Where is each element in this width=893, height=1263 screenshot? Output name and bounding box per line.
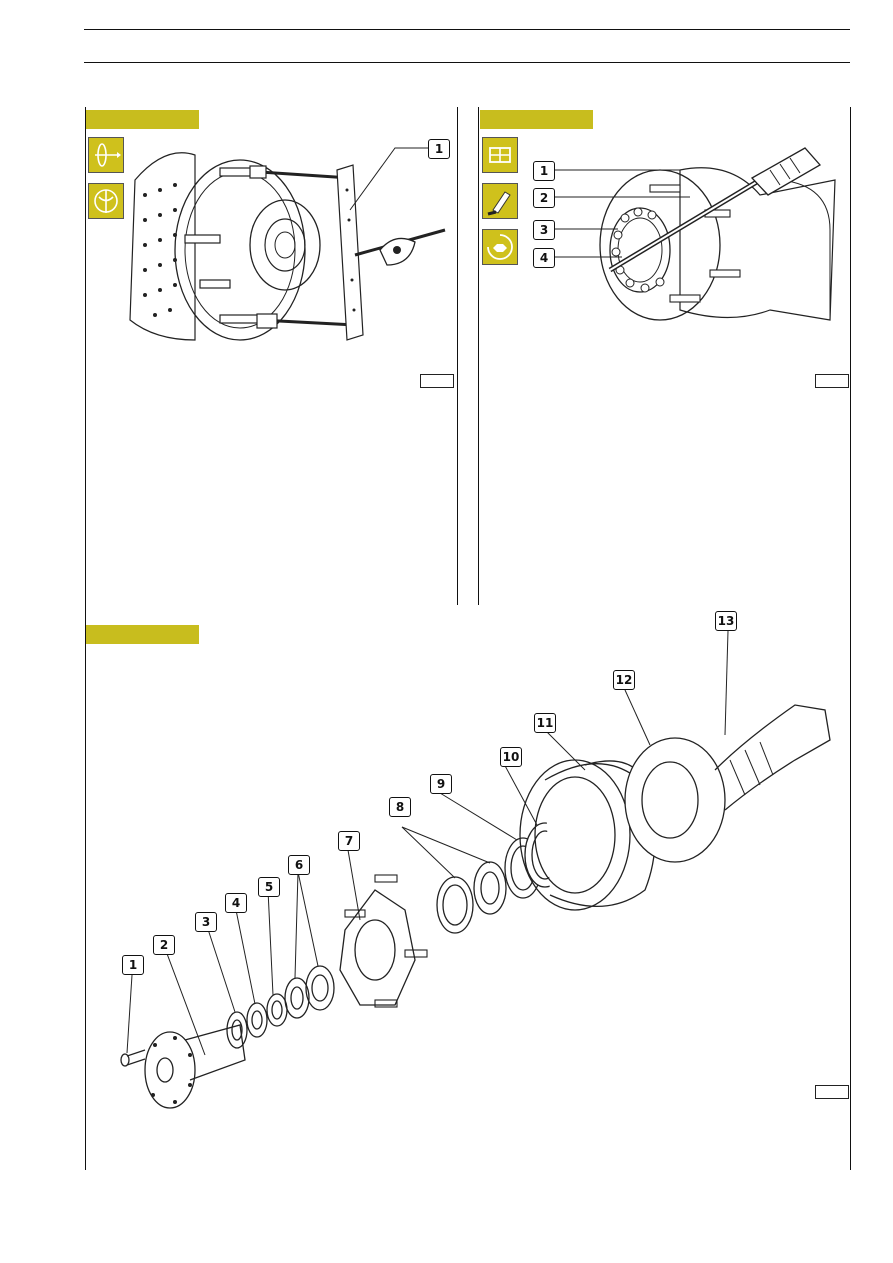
header-rule-bottom: [84, 62, 850, 63]
callout-bottom-12: 12: [613, 670, 635, 690]
frame-right-line: [850, 107, 851, 1170]
sealant-tube-icon: [482, 183, 518, 219]
exploded-hub-drawing: [120, 630, 831, 1109]
header-rule-top: [84, 29, 850, 30]
callout-right-2: 2: [533, 188, 555, 208]
callout-bottom-9: 9: [430, 774, 452, 794]
figure-tab-left: [86, 110, 199, 129]
callout-right-3: 3: [533, 220, 555, 240]
callout-bottom-10: 10: [500, 747, 522, 767]
divider-center-right: [478, 107, 479, 605]
callout-bottom-11: 11: [534, 713, 556, 733]
figure-ref-box-left: [420, 374, 454, 388]
grid-panel-icon: [482, 137, 518, 173]
callout-right-1: 1: [533, 161, 555, 181]
figure-tab-right: [480, 110, 593, 129]
callout-bottom-5: 5: [258, 877, 280, 897]
puller-tool-icon: [88, 183, 124, 219]
callout-bottom-2: 2: [153, 935, 175, 955]
divider-center-left: [457, 107, 458, 605]
figure-ref-box-bottom: [815, 1085, 849, 1099]
hub-puller-drawing: [129, 147, 446, 341]
figure-ref-box-right: [815, 374, 849, 388]
frame-left-line: [85, 107, 86, 1170]
callout-bottom-6: 6: [288, 855, 310, 875]
rotate-arrow-icon: [88, 137, 124, 173]
callout-bottom-4: 4: [225, 893, 247, 913]
callout-right-4: 4: [533, 248, 555, 268]
callout-bottom-7: 7: [338, 831, 360, 851]
callout-bottom-1: 1: [122, 955, 144, 975]
hub-torque-drawing: [540, 147, 836, 321]
figure-tab-bottom: [86, 625, 199, 644]
callout-bottom-8: 8: [389, 797, 411, 817]
callout-left-1: 1: [428, 139, 450, 159]
callout-bottom-13: 13: [715, 611, 737, 631]
hex-nut-icon: [482, 229, 518, 265]
callout-bottom-3: 3: [195, 912, 217, 932]
